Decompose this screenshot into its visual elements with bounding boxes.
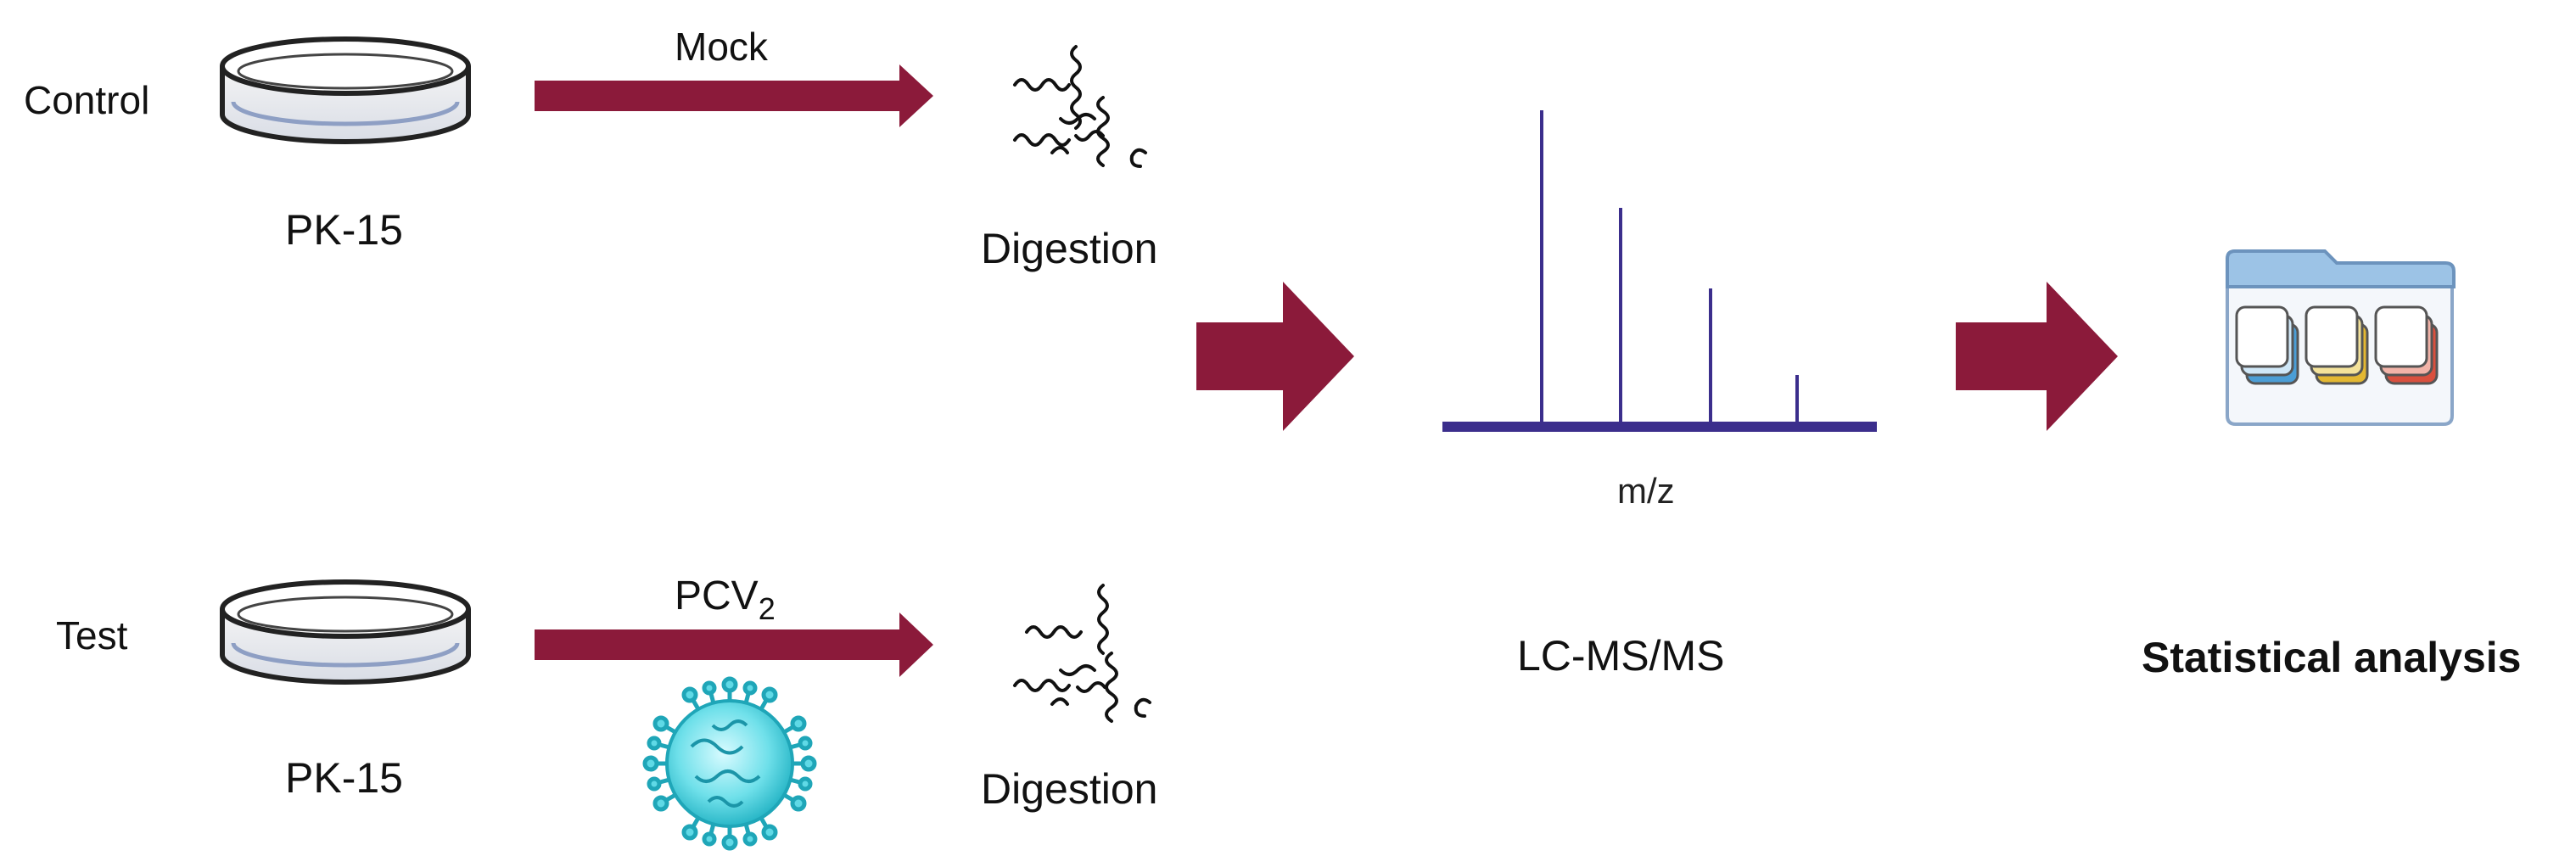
test-peptide-fragments-icon <box>1013 584 1151 723</box>
control-label: Control <box>24 78 150 122</box>
mock-label: Mock <box>675 25 768 69</box>
statistical-analysis-title: Statistical analysis <box>2142 634 2522 681</box>
data-folder-icon <box>2226 249 2456 426</box>
test-label: Test <box>56 613 128 657</box>
pcv2-label: PCV2 <box>675 573 776 626</box>
mock-arrow-icon <box>535 64 933 127</box>
to-analysis-arrow-icon <box>1956 282 2118 431</box>
lcms-title: LC-MS/MS <box>1517 632 1725 680</box>
mz-axis-label: m/z <box>1617 471 1675 511</box>
control-peptide-fragments-icon <box>1013 45 1147 168</box>
pcv2-arrow-icon <box>535 613 933 677</box>
control-digestion-label: Digestion <box>981 225 1158 272</box>
virus-particle-icon <box>642 676 817 851</box>
test-cell-line-label: PK-15 <box>285 754 403 802</box>
test-digestion-label: Digestion <box>981 765 1158 813</box>
control-petri-dish-icon <box>220 36 471 144</box>
test-petri-dish-icon <box>220 579 471 685</box>
control-cell-line-label: PK-15 <box>285 206 403 254</box>
to-lcms-arrow-icon <box>1196 282 1354 431</box>
mass-spectrum-icon <box>1442 110 1877 432</box>
